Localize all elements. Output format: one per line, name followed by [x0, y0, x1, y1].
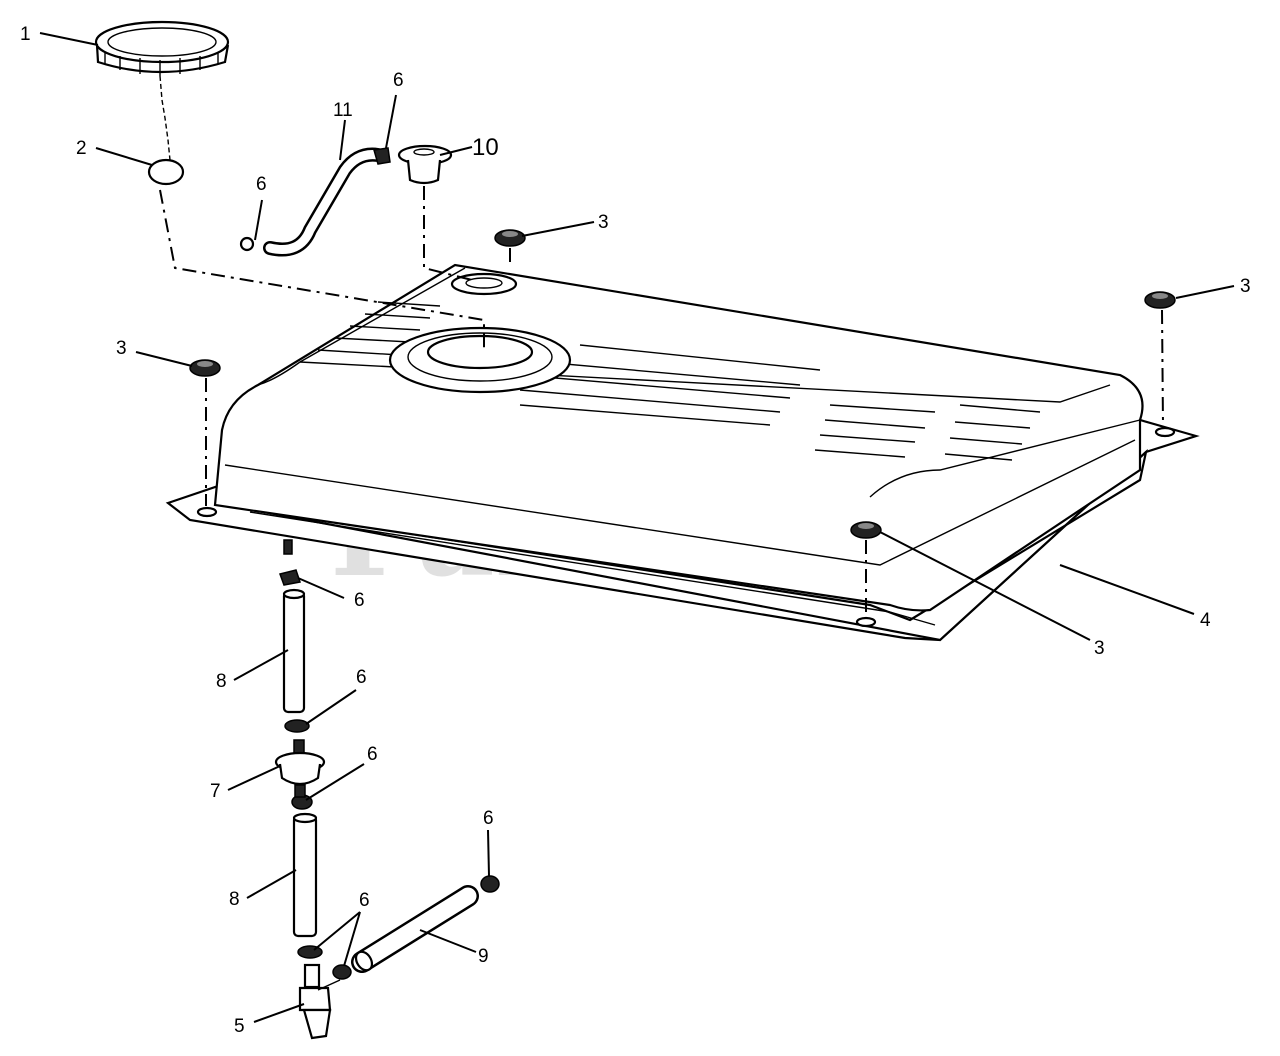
- callout-7: 7: [210, 781, 221, 802]
- hose-clamp[interactable]: [332, 964, 352, 980]
- hose-clamp[interactable]: [297, 945, 323, 959]
- hose-clamp[interactable]: [373, 147, 391, 165]
- assembly-lines: [159, 186, 1164, 614]
- grommet-left[interactable]: [189, 359, 221, 377]
- callout-2: 2: [76, 138, 87, 159]
- callout-4: 4: [1200, 610, 1211, 631]
- fuel-line-lower[interactable]: [292, 812, 318, 938]
- grommet-front[interactable]: [850, 521, 882, 539]
- fuel-filter[interactable]: [274, 739, 326, 798]
- grommet-top[interactable]: [494, 229, 526, 247]
- fuel-line-outlet[interactable]: [351, 885, 479, 973]
- hose-clamp[interactable]: [480, 875, 500, 893]
- tether-ring[interactable]: [147, 158, 185, 186]
- callout-8: 8: [229, 889, 240, 910]
- callout-6: 6: [393, 70, 404, 91]
- callout-6: 6: [256, 174, 267, 195]
- callout-9: 9: [478, 946, 489, 967]
- callout-6: 6: [359, 890, 370, 911]
- callout-3: 3: [1240, 276, 1251, 297]
- callout-3: 3: [598, 212, 609, 233]
- callout-6: 6: [354, 590, 365, 611]
- callout-3: 3: [1094, 638, 1105, 659]
- vent-valve[interactable]: [397, 144, 453, 185]
- callout-8: 8: [216, 671, 227, 692]
- callouts: 1 2 3 3 3 3 4 5 6 6 6 6 6 6 6 7 8 8 9 10…: [20, 24, 1251, 1037]
- fuel-shutoff-valve[interactable]: [298, 963, 341, 1040]
- callout-6: 6: [483, 808, 494, 829]
- fuel-cap[interactable]: [94, 20, 230, 161]
- callout-11: 11: [333, 100, 353, 121]
- callout-1: 1: [20, 24, 31, 45]
- callout-6: 6: [356, 667, 367, 688]
- callout-5: 5: [234, 1016, 245, 1037]
- callout-3: 3: [116, 338, 127, 359]
- grommet-right[interactable]: [1144, 291, 1176, 309]
- hose-clamp[interactable]: [284, 719, 310, 733]
- callout-10: 10: [472, 134, 499, 161]
- hose-clamp[interactable]: [239, 236, 255, 252]
- callout-6: 6: [367, 744, 378, 765]
- fuel-tank[interactable]: [165, 263, 1200, 642]
- leader-lines: [39, 32, 1235, 1023]
- fuel-line-upper[interactable]: [282, 588, 306, 714]
- hose-clamp[interactable]: [279, 569, 301, 586]
